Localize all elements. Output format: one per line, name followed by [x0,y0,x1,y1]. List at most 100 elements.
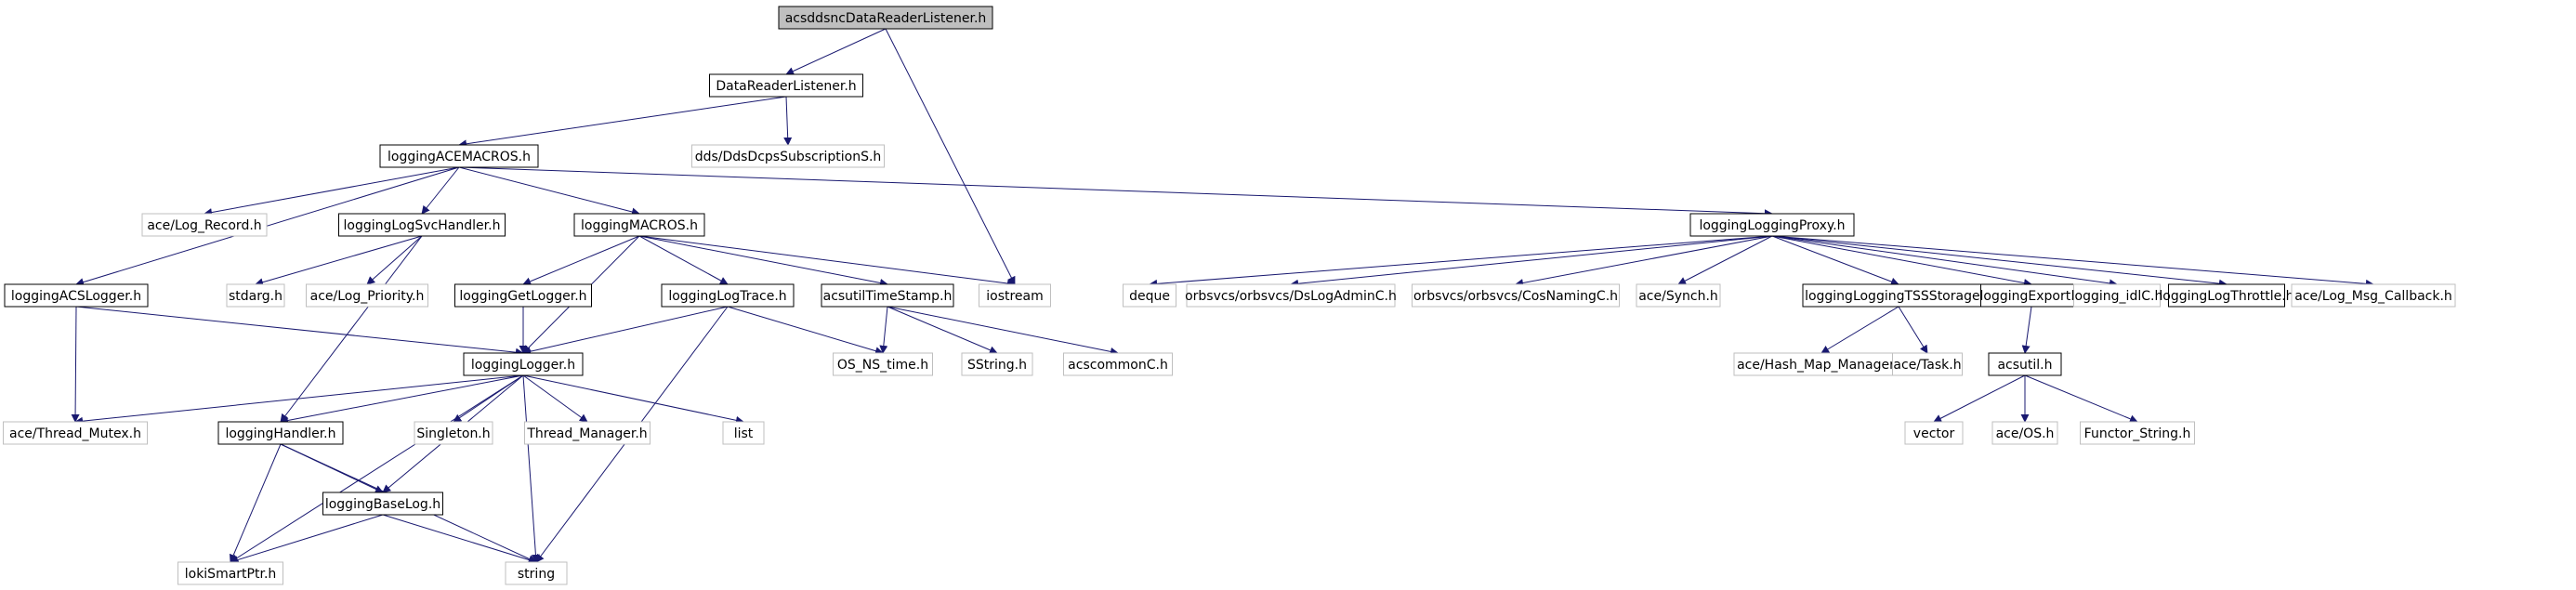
node-box [2168,283,2285,308]
node-box [1988,352,2062,376]
node-logginglogsvchandler-h[interactable]: loggingLogSvcHandler.h [338,213,506,237]
node-singleton-h: Singleton.h [414,421,493,445]
node-acsutil-h[interactable]: acsutil.h [1988,352,2062,376]
node-label: loggingLoggingProxy.h [1699,218,1845,233]
edge-loggingmacros-h-to-iostream [638,235,1016,288]
node-layer: acsddsncDataReaderListener.hDataReaderLi… [3,6,2456,585]
node-box [4,283,149,308]
node-label: ace/Log_Record.h [147,218,261,233]
node-functor-string-h: Functor_String.h [2080,421,2195,445]
node-ace-log-record-h: ace/Log_Record.h [141,213,268,237]
node-label: loggingGetLogger.h [459,289,586,304]
node-logging-idlc-h: logging_idlC.h [2071,283,2162,308]
edge-acsutiltimestamp-h-to-os-ns-time-h [879,306,888,354]
node-box [505,561,568,585]
node-dds-ddsdcpssubscriptions-h: dds/DdsDcpsSubscriptionS.h [691,144,885,168]
edge-logginglogger-h-to-string [522,374,540,563]
node-label: orbsvcs/orbsvcs/DsLogAdminC.h [1185,289,1397,304]
node-ace-hash-map-manager-h: ace/Hash_Map_Manager.h [1733,352,1910,376]
edge-loggingloggingproxy-h-to-logginglogthrottle-h [1771,235,2228,288]
node-orbsvcs-orbsvcs-dslogadminc-h: orbsvcs/orbsvcs/DsLogAdminC.h [1185,283,1397,308]
node-label: loggingLoggingTSSStorage.h [1805,289,1992,304]
node-loggingexport-h[interactable]: loggingExport.h [1979,283,2083,308]
node-box [2073,283,2161,308]
edge-loggingmacros-h-to-logginggetlogger-h [522,235,640,286]
node-ace-thread-mutex-h: ace/Thread_Mutex.h [3,421,148,445]
node-box [778,6,993,30]
node-box [177,561,283,585]
node-logginggetlogger-h[interactable]: loggingGetLogger.h [454,283,592,308]
edge-logginglogsvchandler-h-to-ace-log-priority-h [366,235,423,285]
node-label: stdarg.h [229,289,283,304]
node-box [306,283,428,308]
node-label: loggingHandler.h [225,426,335,441]
node-datareaderlistener-h[interactable]: DataReaderListener.h [709,73,863,98]
node-box [322,492,443,516]
node-box [1892,352,1963,376]
edge-loggingloggingproxy-h-to-deque [1149,235,1773,288]
edge-logginghandler-h-to-lokismartptr-h [230,443,282,563]
node-label: dds/DdsDcpsSubscriptionS.h [695,150,882,164]
edge-logginglogtrace-h-to-os-ns-time-h [727,306,884,355]
node-box [1123,283,1176,308]
node-ace-synch-h: ace/Synch.h [1636,283,1721,308]
node-loggingmacros-h[interactable]: loggingMACROS.h [573,213,705,237]
node-logginglogthrottle-h[interactable]: loggingLogThrottle.h [2159,283,2294,308]
node-box [463,352,584,376]
node-loggingloggingproxy-h[interactable]: loggingLoggingProxy.h [1689,213,1855,237]
node-label: ace/Log_Priority.h [310,289,425,304]
node-label: list [734,426,754,441]
node-loggingbaselog-h[interactable]: loggingBaseLog.h [322,492,443,516]
node-label: loggingBaseLog.h [325,497,440,512]
node-loggingacemacros-h[interactable]: loggingACEMACROS.h [379,144,539,168]
edge-loggingacemacros-h-to-ace-log-record-h [204,166,460,216]
node-logginglogtrace-h[interactable]: loggingLogTrace.h [661,283,795,308]
node-acsutiltimestamp-h[interactable]: acsutilTimeStamp.h [821,283,954,308]
edge-loggingmacros-h-to-acsutiltimestamp-h [638,235,888,287]
node-os-ns-time-h: OS_NS_time.h [833,352,933,376]
node-label: vector [1913,426,1955,441]
node-box [821,283,954,308]
edge-loggingacemacros-h-to-loggingmacros-h [458,166,640,216]
edge-loggingloggingproxy-h-to-orbsvcs-orbsvcs-dslogadminc-h [1290,235,1773,288]
edge-logginglogger-h-to-list [522,374,744,425]
edge-loggingloggingproxy-h-to-ace-synch-h [1677,235,1773,285]
node-label: DataReaderListener.h [716,79,856,94]
node-box [379,144,539,168]
node-acsddsncdatareaderlistener-h: acsddsncDataReaderListener.h [778,6,993,30]
edge-logginglogger-h-to-thread-manager-h [522,374,588,423]
edge-logginglogger-h-to-logginghandler-h [280,374,524,425]
node-label: string [518,567,555,582]
node-label: loggingLogThrottle.h [2159,289,2293,304]
edge-acsutiltimestamp-h-to-sstring-h [887,306,998,354]
node-loggingloggingtssstorage-h[interactable]: loggingLoggingTSSStorage.h [1802,283,1995,308]
edge-loggingacemacros-h-to-loggingloggingproxy-h [458,166,1773,218]
node-box [1802,283,1995,308]
node-label: lokiSmartPtr.h [185,567,277,582]
node-logginghandler-h[interactable]: loggingHandler.h [217,421,344,445]
node-loggingacslogger-h[interactable]: loggingACSLogger.h [4,283,149,308]
node-label: loggingLogger.h [471,358,575,373]
node-string: string [505,561,568,585]
node-box [573,213,705,237]
node-box [979,283,1051,308]
edge-layer [71,28,2374,564]
edge-logginglogger-h-to-lokismartptr-h [230,374,524,563]
node-logginglogger-h[interactable]: loggingLogger.h [463,352,584,376]
node-vector: vector [1904,421,1964,445]
node-label: loggingLogSvcHandler.h [344,218,501,233]
node-label: SString.h [967,358,1027,373]
edge-loggingmacros-h-to-logginglogtrace-h [638,235,729,285]
edge-logginglogtrace-h-to-logginglogger-h [522,306,729,356]
node-label: acsutilTimeStamp.h [823,289,953,304]
node-box [1733,352,1910,376]
edge-loggingbaselog-h-to-lokismartptr-h [230,514,384,564]
node-box [226,283,285,308]
edge-acsddsncdatareaderlistener-h-to-datareaderlistener-h [785,28,887,75]
edge-acsddsncdatareaderlistener-h-to-iostream [885,28,1016,285]
edge-loggingacemacros-h-to-loggingacslogger-h [75,166,460,286]
node-label: acsddsncDataReaderListener.h [785,11,987,26]
node-lokismartptr-h: lokiSmartPtr.h [177,561,283,585]
node-box [414,421,493,445]
